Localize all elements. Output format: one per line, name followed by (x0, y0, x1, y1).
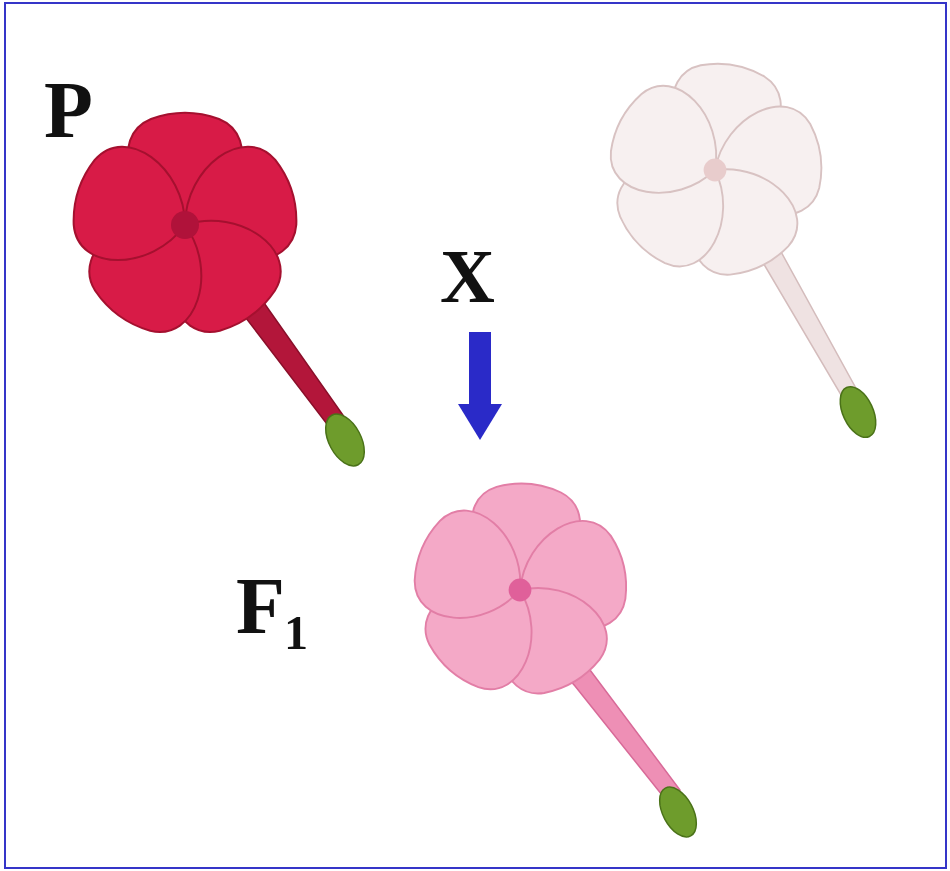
cross-symbol: X (440, 238, 495, 314)
generation-label: F₁ (236, 566, 309, 646)
generation-label: P (44, 70, 93, 150)
red-flower (61, 113, 372, 472)
pink-flower (401, 479, 704, 843)
white-flower (596, 56, 883, 443)
cross-arrow (458, 332, 502, 440)
